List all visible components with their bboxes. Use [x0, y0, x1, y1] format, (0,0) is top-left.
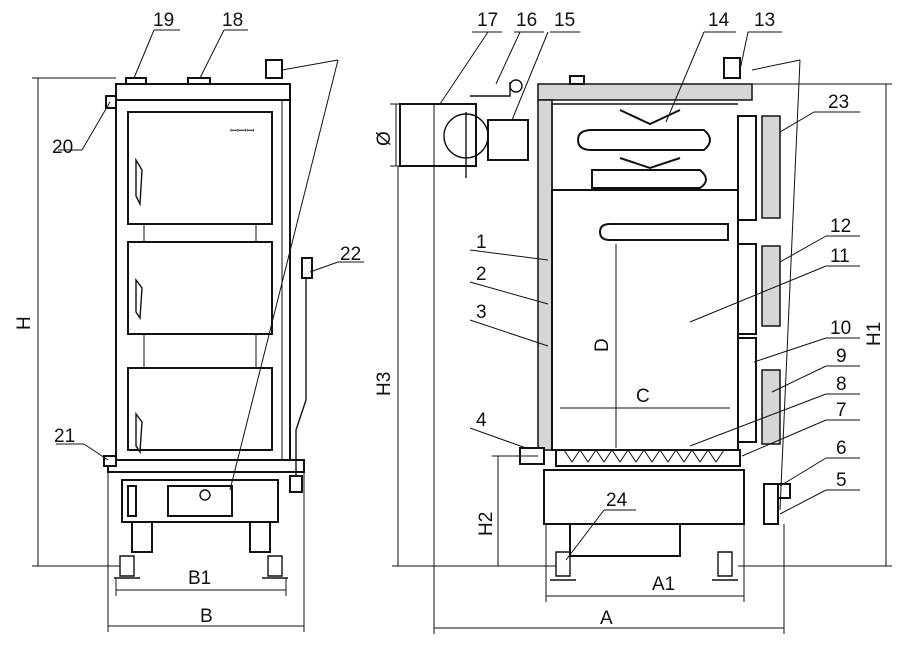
callout-21: 21 [54, 426, 75, 447]
ash-pan [569, 523, 681, 557]
top-sleeve [569, 75, 585, 85]
cleaning-hatch [487, 119, 529, 161]
middle-door [127, 241, 273, 335]
callout-20: 20 [52, 137, 73, 158]
lever-rod [295, 278, 307, 480]
door-badge: ꟷꟷꟷ [230, 126, 254, 137]
dim-D: D [592, 338, 613, 352]
lower-door-handle [135, 411, 143, 455]
front-dimension-lines [32, 77, 305, 632]
exchanger-tube-2 [591, 169, 707, 189]
callout-18: 18 [222, 10, 243, 31]
front-top-lid [115, 83, 291, 101]
callout-17: 17 [477, 10, 498, 31]
callout-23: 23 [828, 92, 849, 113]
ash-door-knob [199, 489, 211, 501]
callout-12: 12 [830, 216, 851, 237]
foot-right [262, 555, 288, 579]
side-foot-right [712, 551, 738, 581]
callout-14: 14 [708, 10, 730, 31]
upper-door-handle [135, 157, 143, 207]
front-leaders [56, 29, 364, 491]
callout-8: 8 [836, 374, 847, 395]
callout-16: 16 [516, 10, 537, 31]
right-jacket-upper [737, 115, 757, 221]
callout-22: 22 [340, 244, 361, 265]
side-dimension-lines [390, 83, 892, 634]
callout-24: 24 [606, 490, 628, 511]
dim-A1: A1 [652, 574, 675, 595]
callout-2: 2 [476, 264, 487, 285]
dim-C: C [636, 386, 650, 407]
exchanger-fin-2 [619, 157, 681, 170]
foot-left [114, 555, 140, 579]
door-gap-1 [143, 223, 257, 243]
dim-B1: B1 [188, 568, 211, 589]
side-leaders [439, 31, 860, 561]
side-view [399, 57, 791, 581]
door-gap-2 [143, 333, 257, 369]
upper-door [127, 111, 273, 225]
callout-3: 3 [476, 302, 487, 323]
chamber-top [551, 103, 738, 190]
dim-H2: H2 [476, 512, 497, 536]
baffle-pipe [598, 223, 729, 241]
front-top-part-18 [187, 77, 211, 85]
callout-15: 15 [554, 10, 575, 31]
side-foot-left [550, 551, 576, 581]
front-part-20 [105, 95, 117, 109]
exchanger-fin-1 [619, 109, 681, 126]
callout-19: 19 [153, 10, 174, 31]
front-top-part-19 [125, 77, 147, 85]
damper-knob [509, 79, 523, 93]
right-jacket-lower [737, 337, 757, 443]
side-regulator [723, 57, 741, 79]
dim-diameter: Ø [374, 131, 395, 146]
base-hinge [127, 485, 137, 517]
front-leg-right [249, 521, 271, 553]
callout-6: 6 [836, 438, 847, 459]
exchanger-tube-1 [576, 129, 711, 151]
callout-9: 9 [836, 346, 847, 367]
callout-7: 7 [836, 400, 847, 421]
front-part-21 [103, 455, 117, 467]
middle-door-handle [135, 277, 143, 321]
flue-pipe [399, 103, 477, 167]
callout-11: 11 [830, 246, 850, 267]
lever-pivot [289, 475, 303, 493]
front-bottom-ledge [107, 459, 305, 473]
ash-box [543, 469, 745, 525]
dim-H1: H1 [864, 322, 885, 346]
dim-H3: H3 [374, 372, 395, 396]
grate [555, 449, 741, 467]
front-regulator [265, 59, 283, 79]
lower-door-section [761, 369, 781, 445]
upper-door-section [761, 115, 781, 219]
right-jacket-middle [737, 243, 757, 335]
callout-4: 4 [476, 410, 487, 431]
callout-10: 10 [830, 318, 851, 339]
middle-door-section [761, 245, 781, 327]
dim-H: H [14, 316, 35, 330]
callout-1: 1 [476, 232, 487, 253]
right-base-fitting [763, 483, 779, 525]
top-insulation [537, 83, 753, 101]
callout-13: 13 [754, 10, 775, 31]
callout-5: 5 [836, 470, 847, 491]
front-view: ꟷꟷꟷ [103, 59, 313, 579]
lever-grip [301, 257, 313, 279]
rear-insulation [537, 99, 553, 451]
ash-door [167, 485, 233, 517]
grate-teeth [563, 449, 725, 463]
damper-handle [470, 82, 511, 97]
dim-B: B [200, 606, 213, 627]
right-base-valve [777, 483, 791, 499]
dim-A: A [600, 608, 613, 629]
front-leg-left [131, 521, 153, 553]
